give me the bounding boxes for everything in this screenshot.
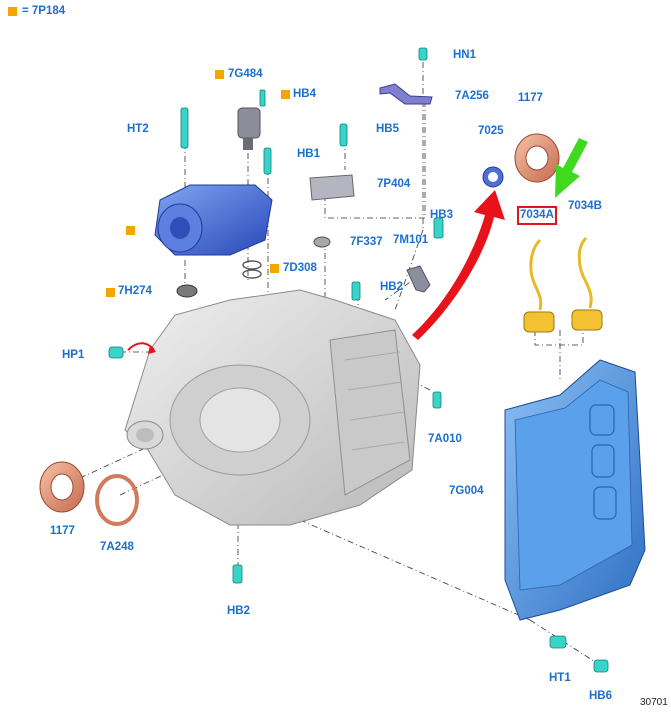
label-hb6: HB6: [589, 690, 613, 702]
oil-pan-7g004: [504, 359, 646, 621]
transmission-case: [124, 289, 421, 526]
label-hb2-bottom: HB2: [227, 605, 251, 617]
label-7f337: 7F337: [350, 236, 383, 248]
seal-1177-top: [514, 133, 560, 183]
oring-7d308-a: [242, 260, 262, 270]
label-7g484: 7G484: [228, 68, 263, 80]
shift-actuator: [154, 184, 273, 256]
label-7p404: 7P404: [377, 178, 411, 190]
label-hb4: HB4: [293, 88, 317, 100]
label-7g004: 7G004: [449, 485, 484, 497]
marker-actuator: [126, 226, 135, 235]
label-7a248: 7A248: [100, 541, 134, 553]
seal-1177-left: [39, 461, 85, 513]
label-7m101: 7M101: [393, 234, 429, 246]
harness-7034: [523, 236, 603, 333]
label-hb2-top: HB2: [380, 281, 404, 293]
label-7a256: 7A256: [455, 90, 489, 102]
label-hp1: HP1: [62, 349, 85, 361]
seal-7a248: [95, 474, 139, 526]
label-hb1: HB1: [297, 148, 321, 160]
part-7h274: [176, 284, 198, 298]
label-1177-left: 1177: [50, 525, 75, 537]
marker-hb4: [281, 90, 290, 99]
label-ht1: HT1: [549, 672, 571, 684]
bracket-7p404: [309, 174, 355, 201]
bracket-7a256: [379, 83, 433, 105]
label-1177-top: 1177: [518, 92, 543, 104]
part-7f337: [313, 236, 331, 248]
marker-7d308: [270, 264, 279, 273]
label-7h274: 7H274: [118, 285, 152, 297]
label-7034b: 7034B: [568, 200, 602, 212]
label-7d308: 7D308: [283, 262, 317, 274]
red-arrow: [412, 190, 505, 340]
label-hb5: HB5: [376, 123, 400, 135]
figure-number: 30701: [640, 697, 668, 708]
label-hb3: HB3: [430, 209, 454, 221]
sensor-7m101: [406, 265, 431, 293]
legend-text: = 7P184: [22, 5, 66, 17]
marker-7g484: [215, 70, 224, 79]
sensor-7g484: [237, 107, 261, 150]
label-7025: 7025: [478, 125, 504, 137]
label-hn1: HN1: [453, 49, 477, 61]
legend-marker: [8, 7, 17, 16]
label-7a010: 7A010: [428, 433, 462, 445]
label-ht2: HT2: [127, 123, 149, 135]
bolts: [108, 47, 609, 673]
oring-7d308-b: [242, 269, 262, 279]
label-7034a: 7034A: [517, 206, 557, 225]
marker-7h274: [106, 288, 115, 297]
rotation-arrowhead: [148, 345, 156, 354]
seal-7025: [482, 166, 504, 188]
green-arrow: [555, 138, 588, 198]
